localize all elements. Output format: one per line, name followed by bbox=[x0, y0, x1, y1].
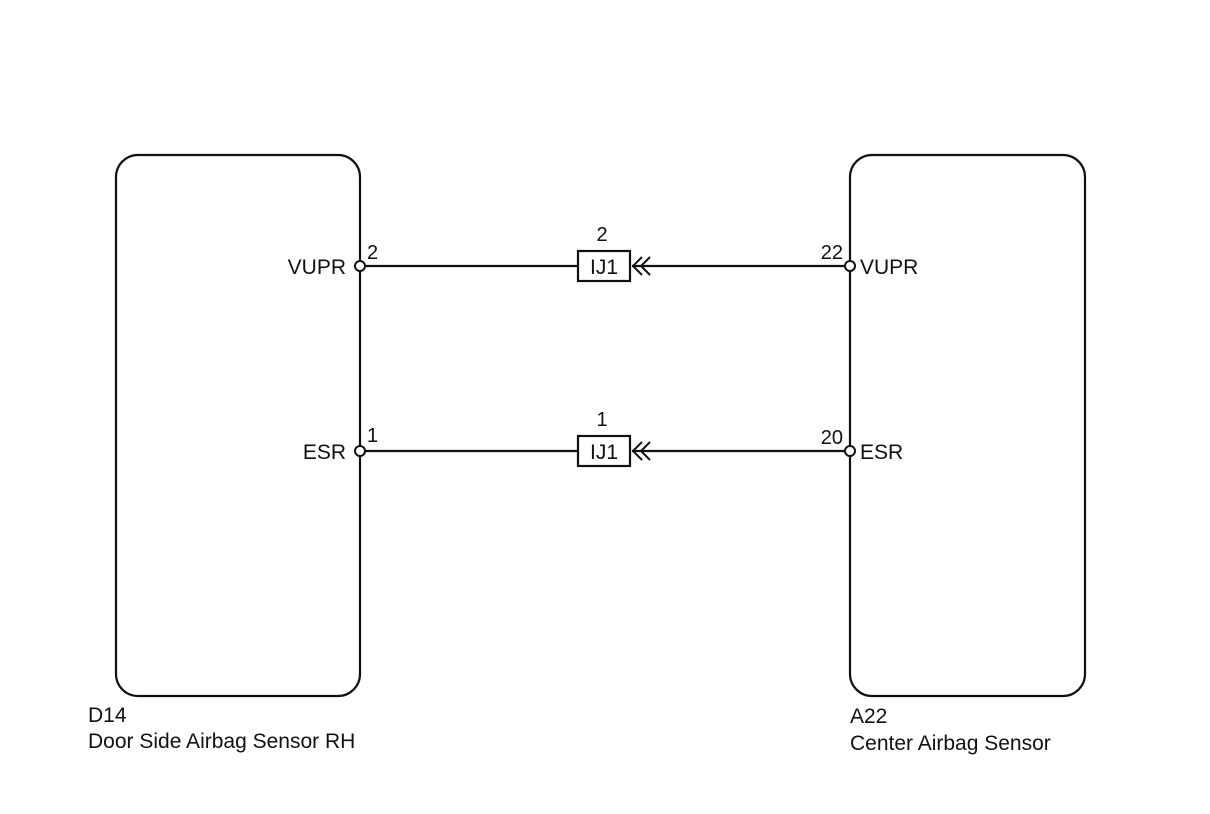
lower-junction-box bbox=[576, 434, 632, 468]
left-component-code: D14 bbox=[88, 704, 127, 727]
lower-connector-chevron-2 bbox=[639, 441, 651, 461]
left-component-name: Door Side Airbag Sensor RH bbox=[88, 730, 355, 753]
lower-connector-chevron-1 bbox=[631, 441, 643, 461]
right-component-name: Center Airbag Sensor bbox=[850, 732, 1051, 755]
left-vupr-terminal bbox=[354, 260, 366, 272]
lower-junction-label: IJ1 bbox=[590, 441, 618, 464]
upper-junction-label: IJ1 bbox=[590, 256, 618, 279]
left-esr-pin-number: 1 bbox=[367, 425, 378, 447]
right-esr-terminal bbox=[844, 445, 856, 457]
left-esr-terminal bbox=[354, 445, 366, 457]
left-esr-pin-label: ESR bbox=[303, 441, 346, 464]
right-vupr-pin-number: 22 bbox=[821, 242, 843, 264]
upper-junction-connector: IJ1 2 bbox=[576, 224, 651, 283]
upper-connector-chevron-2 bbox=[639, 256, 651, 276]
right-esr-pin-number: 20 bbox=[821, 427, 843, 449]
right-esr-pin-label: ESR bbox=[860, 441, 903, 464]
left-component-body bbox=[114, 153, 362, 698]
upper-connector-chevron-1 bbox=[631, 256, 643, 276]
lower-junction-pin-number: 1 bbox=[596, 409, 607, 431]
left-vupr-pin-number: 2 bbox=[367, 242, 378, 264]
right-vupr-terminal bbox=[844, 260, 856, 272]
right-component-code: A22 bbox=[850, 705, 887, 728]
lower-junction-connector: IJ1 1 bbox=[576, 409, 651, 468]
right-component-body bbox=[848, 153, 1087, 698]
left-vupr-pin-label: VUPR bbox=[288, 256, 346, 279]
upper-junction-pin-number: 2 bbox=[596, 224, 607, 246]
upper-junction-box bbox=[576, 249, 632, 283]
right-vupr-pin-label: VUPR bbox=[860, 256, 918, 279]
